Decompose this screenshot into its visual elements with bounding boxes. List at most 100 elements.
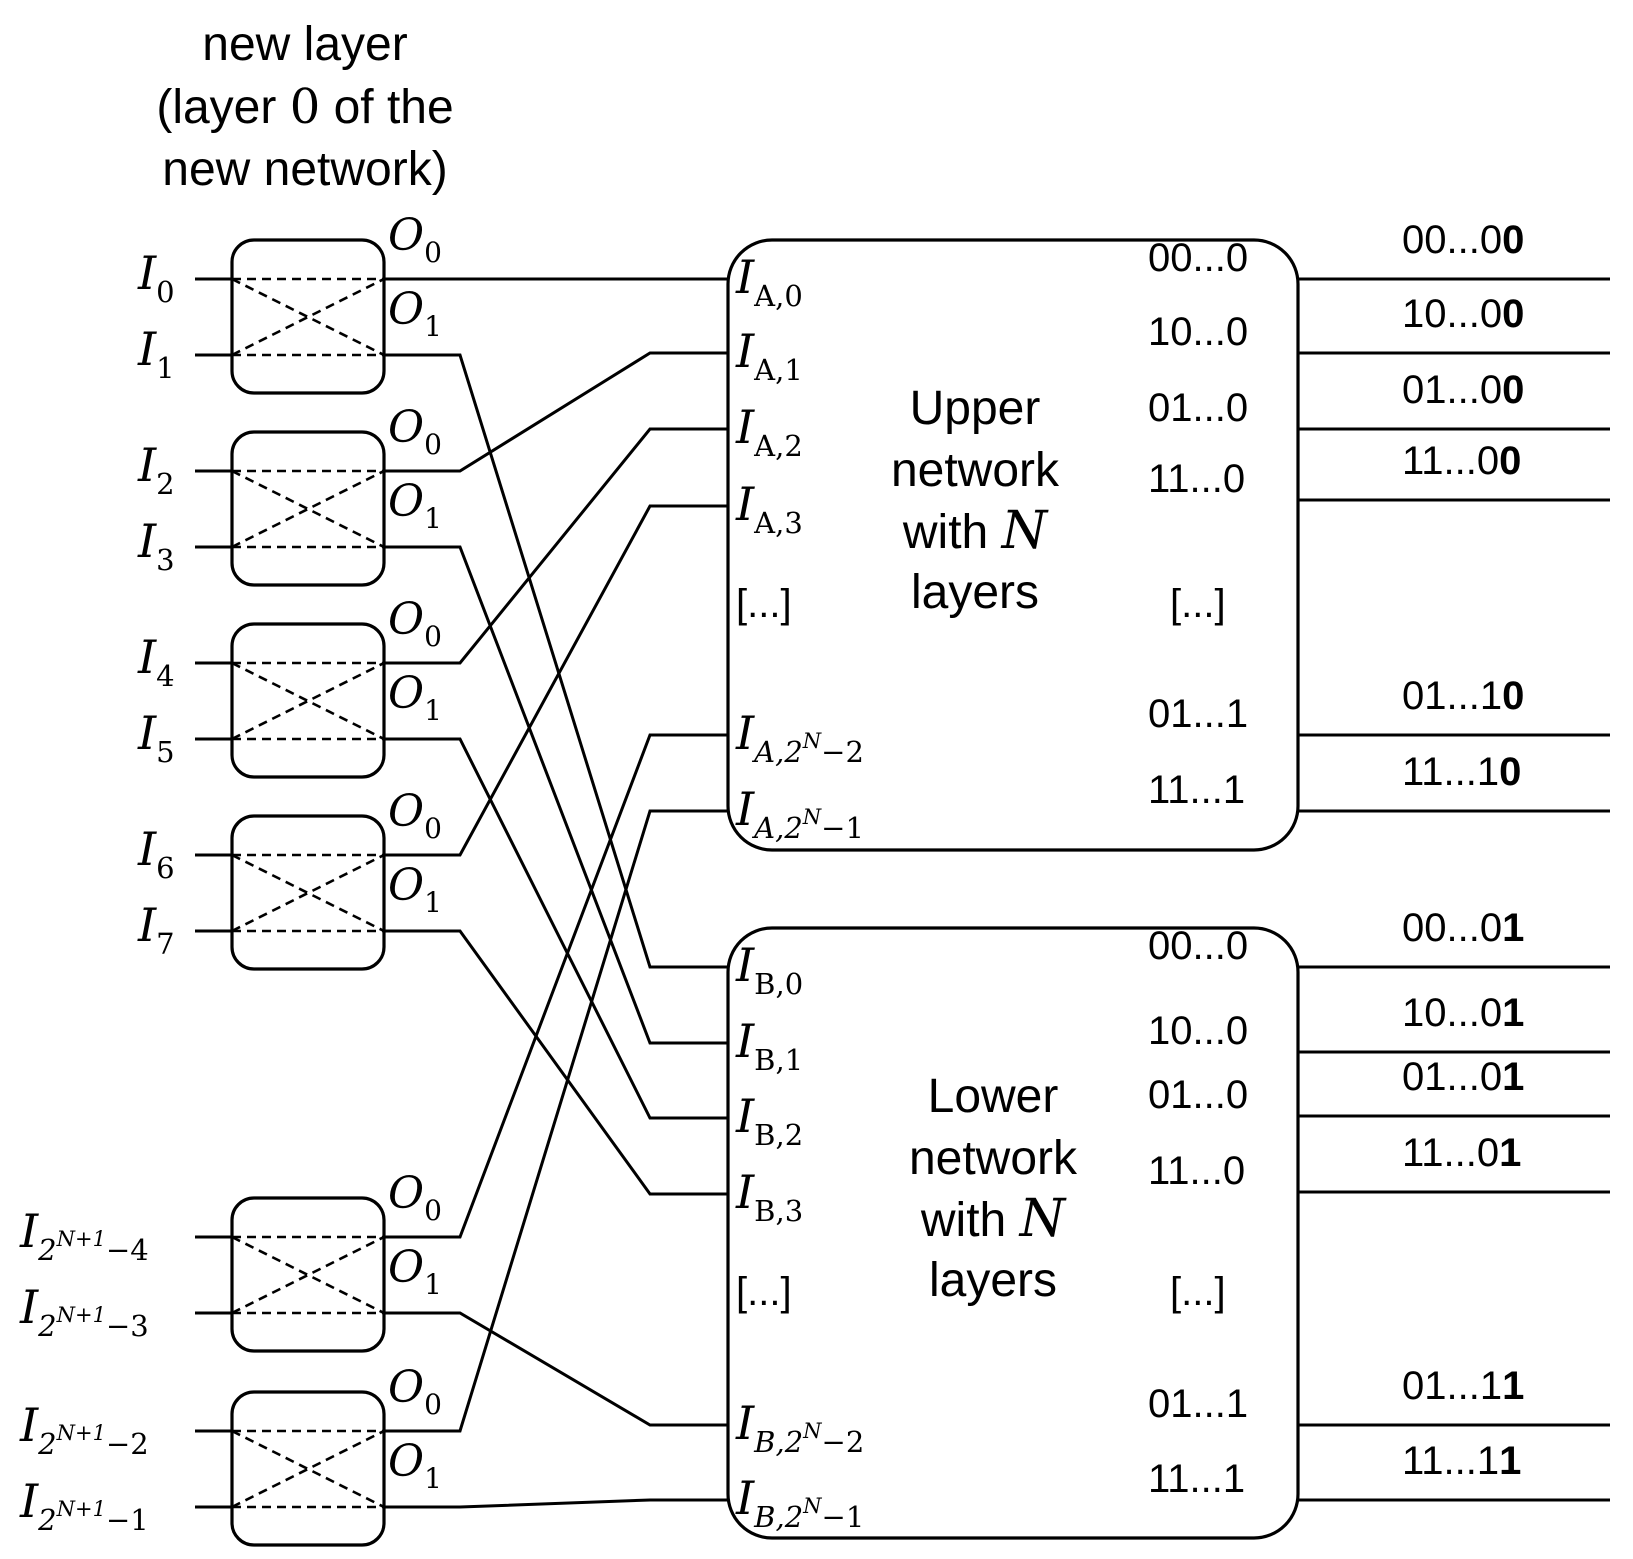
lower-port-label-1: IB,1 [735, 1014, 803, 1077]
switch-output-o1-label: O1 [388, 860, 442, 919]
upper-title-line-4: layers [911, 566, 1039, 619]
lower-output-label-3: 11...01 [1402, 1131, 1521, 1175]
input-label-0: I0 [137, 246, 175, 309]
connection-wire-4 [384, 733, 728, 1239]
upper-output-label-4: 01...10 [1402, 674, 1524, 718]
input-label-10: I2N+1−2 [19, 1398, 149, 1461]
input-label-4: I4 [137, 630, 175, 693]
lower-port-label-3: IB,3 [735, 1165, 803, 1228]
lower-internal-output-5: 11...1 [1148, 1457, 1245, 1501]
upper-internal-output-3: 11...0 [1148, 457, 1245, 501]
title-line-1: new layer [202, 18, 408, 71]
switch-output-o0-label: O0 [388, 402, 442, 461]
connection-wire-5 [384, 809, 728, 1433]
switch-output-o1-label: O1 [388, 1242, 442, 1301]
switch-cross-up [231, 1429, 385, 1509]
lower-title-line-3: with N [920, 1189, 1067, 1249]
switch-cross-down [231, 661, 385, 741]
lower-internal-output-1: 10...0 [1148, 1009, 1248, 1053]
switch-output-o0-label: O0 [388, 786, 442, 845]
switch-output-o0-label: O0 [388, 1168, 442, 1227]
lower-internal-output-3: 11...0 [1148, 1149, 1245, 1193]
upper-internal-output-5: 11...1 [1148, 768, 1245, 812]
connection-wire-6 [384, 353, 728, 969]
lower-output-label-2: 01...01 [1402, 1055, 1524, 1099]
upper-network: IA,0IA,1IA,2IA,3IA,2N−2IA,2N−1[...][...]… [726, 218, 1610, 852]
title-line-2: (layer 0 of the [156, 79, 454, 135]
upper-output-label-3: 11...00 [1402, 439, 1521, 483]
input-label-11: I2N+1−1 [19, 1474, 149, 1537]
switch-cross-up [231, 469, 385, 549]
input-label-1: I1 [137, 322, 175, 385]
switch-cross-up [231, 1235, 385, 1315]
upper-title-line-1: Upper [910, 382, 1041, 435]
input-label-9: I2N+1−3 [19, 1280, 149, 1343]
lower-output-label-5: 11...11 [1402, 1439, 1521, 1483]
upper-output-label-0: 00...00 [1402, 218, 1524, 262]
upper-title-line-3: with N [902, 501, 1049, 561]
switch-cross-up [231, 277, 385, 357]
switch-output-o1-label: O1 [388, 1436, 442, 1495]
lower-output-label-4: 01...11 [1402, 1364, 1524, 1408]
lower-internal-output-2: 01...0 [1148, 1073, 1248, 1117]
switch-cross-down [231, 1235, 385, 1315]
lower-port-label-4: IB,2N−2 [735, 1396, 864, 1459]
switch-cross-down [231, 469, 385, 549]
lower-port-label-2: IB,2 [735, 1089, 803, 1152]
switch-output-o1-label: O1 [388, 476, 442, 535]
connection-wire-11 [384, 1498, 728, 1509]
switch-box [230, 430, 386, 587]
upper-network-box [726, 238, 1300, 852]
switch-cross-up [231, 853, 385, 933]
connection-wire-7 [384, 545, 728, 1045]
connection-wire-9 [384, 929, 728, 1196]
upper-port-label-4: IA,2N−2 [735, 706, 864, 769]
connection-wire-8 [384, 737, 728, 1120]
upper-port-label-1: IA,1 [735, 324, 803, 387]
upper-internal-output-0: 00...0 [1148, 236, 1248, 280]
input-label-7: I7 [137, 898, 175, 961]
upper-port-label-0: IA,0 [735, 250, 803, 313]
upper-title-line-2: network [891, 444, 1060, 497]
switch-cross-down [231, 277, 385, 357]
switch-box [230, 1196, 386, 1353]
switch-cross-down [231, 853, 385, 933]
input-label-3: I3 [137, 514, 175, 577]
upper-port-label-3: IA,3 [735, 477, 803, 540]
input-label-8: I2N+1−4 [19, 1204, 149, 1267]
input-label-6: I6 [137, 822, 175, 885]
diagram-title: new layer (layer 0 of the new network) [110, 14, 500, 201]
switch-box [230, 622, 386, 779]
switch-output-o0-label: O0 [388, 594, 442, 653]
upper-internal-output-4: 01...1 [1148, 692, 1248, 736]
upper-input-ellipsis: [...] [736, 582, 792, 626]
upper-port-label-5: IA,2N−1 [735, 782, 864, 845]
upper-output-label-1: 10...00 [1402, 292, 1524, 336]
switch-box [230, 1390, 386, 1547]
lower-network: IB,0IB,1IB,2IB,3IB,2N−2IB,2N−1[...][...]… [726, 906, 1610, 1540]
lower-internal-output-4: 01...1 [1148, 1382, 1248, 1426]
lower-internal-output-0: 00...0 [1148, 924, 1248, 968]
connection-wire-2 [384, 427, 728, 665]
lower-input-ellipsis: [...] [736, 1270, 792, 1314]
switch-box [230, 814, 386, 971]
switch-output-o0-label: O0 [388, 210, 442, 269]
lower-title-line-2: network [909, 1132, 1078, 1185]
upper-output-label-2: 01...00 [1402, 368, 1524, 412]
lower-port-label-5: IB,2N−1 [735, 1471, 864, 1534]
upper-output-label-5: 11...10 [1402, 750, 1521, 794]
switch-output-o1-label: O1 [388, 668, 442, 727]
lower-network-box [726, 926, 1300, 1540]
lower-output-ellipsis: [...] [1170, 1270, 1226, 1314]
upper-internal-output-1: 10...0 [1148, 310, 1248, 354]
upper-output-ellipsis: [...] [1170, 582, 1226, 626]
connection-wire-10 [384, 1311, 728, 1427]
input-label-5: I5 [137, 706, 175, 769]
